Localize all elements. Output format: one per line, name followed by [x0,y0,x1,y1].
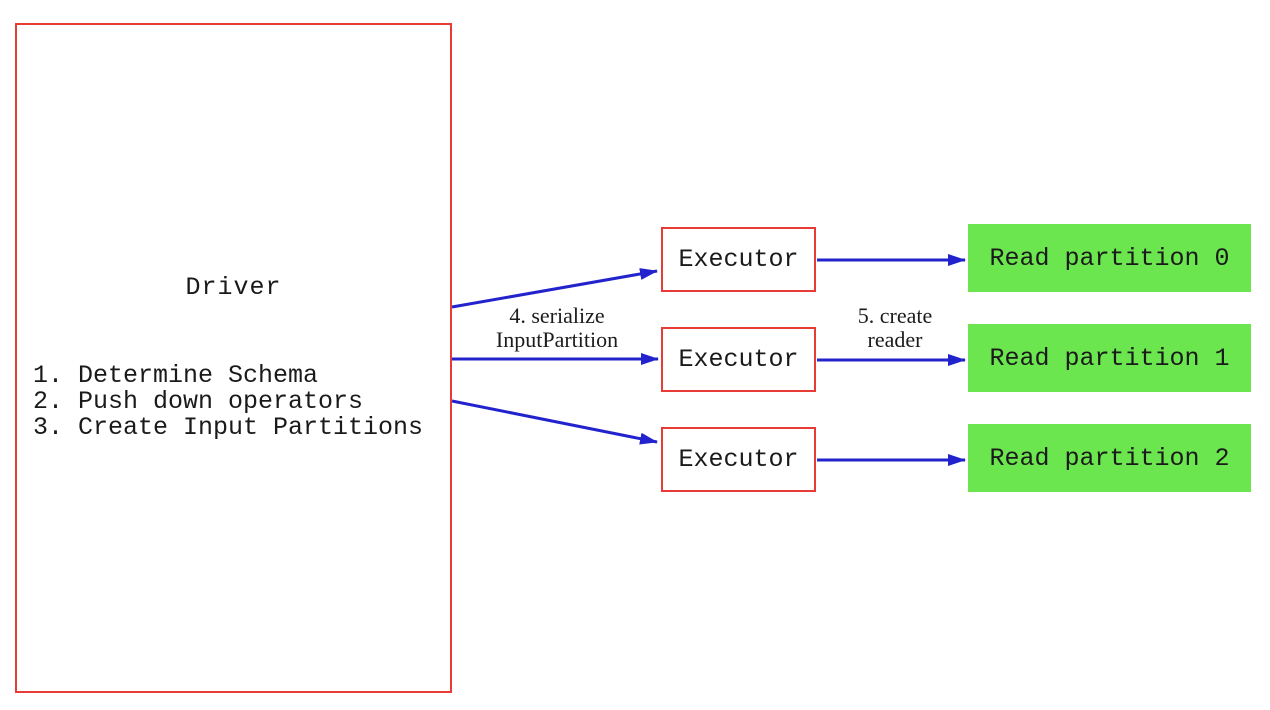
read-partition-box-2: Read partition 2 [968,424,1251,492]
driver-steps: 1. Determine Schema 2. Push down operato… [33,363,423,441]
executor-label: Executor [678,245,799,274]
read-partition-label: Read partition 1 [989,343,1230,373]
executor-box-2: Executor [661,427,816,492]
read-partition-box-1: Read partition 1 [968,324,1251,392]
executor-box-1: Executor [661,327,816,392]
edge-label-create-reader: 5. create reader [810,304,980,352]
driver-step-1: 1. Determine Schema [33,361,319,390]
driver-step-2: 2. Push down operators [33,387,364,416]
edge-label-serialize-line1: 4. serialize [509,303,605,328]
arrow-driver-to-executor-2 [451,399,658,445]
read-partition-box-0: Read partition 0 [968,224,1251,292]
edge-label-reader-line1: 5. create [857,303,933,328]
driver-title: Driver [185,273,282,302]
driver-box: Driver 1. Determine Schema 2. Push down … [15,23,452,693]
read-partition-label: Read partition 2 [989,443,1230,473]
executor-box-0: Executor [661,227,816,292]
read-partition-label: Read partition 0 [989,243,1230,273]
arrow-driver-to-executor-0 [451,268,658,309]
executor-label: Executor [678,445,799,474]
edge-label-reader-line2: reader [867,327,923,352]
executor-label: Executor [678,345,799,374]
driver-step-3: 3. Create Input Partitions [33,413,424,442]
edge-label-serialize-line2: InputPartition [495,327,619,352]
edge-label-serialize-inputpartition: 4. serialize InputPartition [447,304,667,352]
